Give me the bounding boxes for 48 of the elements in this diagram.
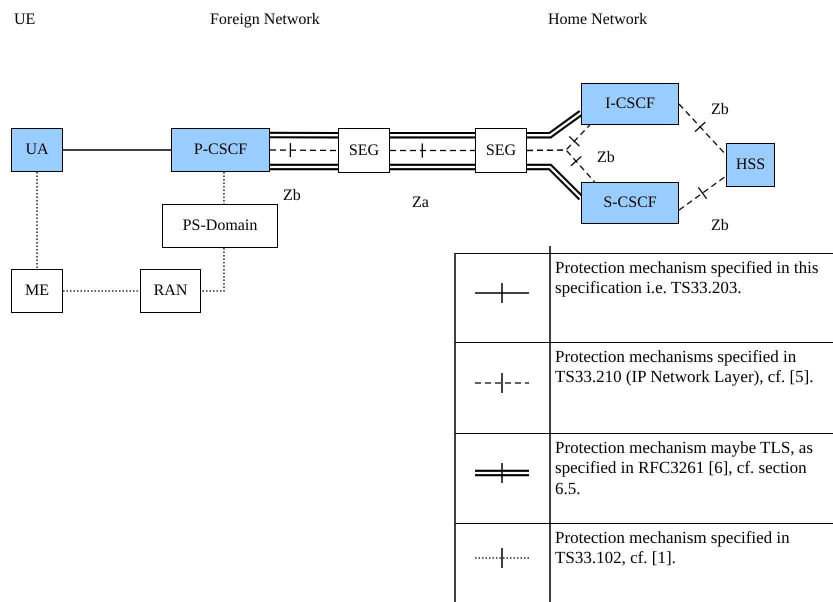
connector: [527, 164, 584, 200]
network-element-box: [11, 128, 63, 172]
interface-label: Za: [412, 194, 429, 212]
node-label: SEG: [486, 142, 516, 160]
connector: [201, 248, 225, 292]
connector: [223, 172, 225, 204]
connector: [63, 149, 171, 151]
network-element-box: [475, 128, 527, 173]
connector: [270, 132, 338, 138]
connector: [390, 164, 475, 170]
network-element-box: [338, 128, 390, 173]
interface-label: Zb: [711, 217, 729, 235]
node-label: I-CSCF: [605, 95, 655, 113]
node-label: SEG: [348, 142, 380, 160]
node-label: P-CSCF: [194, 141, 248, 159]
connector: [390, 132, 475, 138]
legend-text: Protection mechanism maybe TLS, as specified in RFC3261 [6], cf. section 6.5.: [555, 438, 814, 500]
node-label: ME: [25, 282, 49, 300]
interface-label: Zb: [597, 149, 615, 167]
network-element-box: [140, 269, 201, 313]
connector: [63, 290, 140, 292]
connector: [527, 149, 596, 182]
legend-text: Protection mechanism specified in this specification i.e. TS33.203.: [555, 258, 820, 299]
connector: [270, 143, 338, 158]
node-label: UA: [25, 141, 49, 159]
node-label: HSS: [736, 156, 766, 174]
legend-text: Protection mechanism specified in TS33.102, cf. [1].: [555, 528, 791, 569]
connector: [270, 164, 338, 170]
legend-text: Protection mechanisms specified in TS33.210 (IP Network Layer), cf. [5].: [555, 347, 815, 388]
node-label: S-CSCF: [603, 194, 657, 212]
connector: [678, 175, 726, 211]
network-element-box: [171, 128, 270, 172]
region-heading: UE: [14, 11, 36, 29]
network-element-box: [11, 269, 63, 313]
interface-label: Zb: [711, 101, 729, 119]
network-element-box: [581, 182, 679, 224]
region-heading: Foreign Network: [210, 11, 320, 29]
network-element-box: [162, 204, 278, 248]
interface-label: Zb: [283, 187, 301, 205]
connector: [36, 172, 38, 269]
region-heading: Home Network: [548, 11, 648, 29]
node-label: RAN: [154, 282, 188, 300]
connector: [678, 104, 726, 156]
connector: [527, 110, 583, 138]
node-label: PS-Domain: [182, 217, 258, 235]
connector: [390, 144, 475, 158]
network-element-box: [581, 83, 679, 125]
network-element-box: [726, 143, 775, 187]
